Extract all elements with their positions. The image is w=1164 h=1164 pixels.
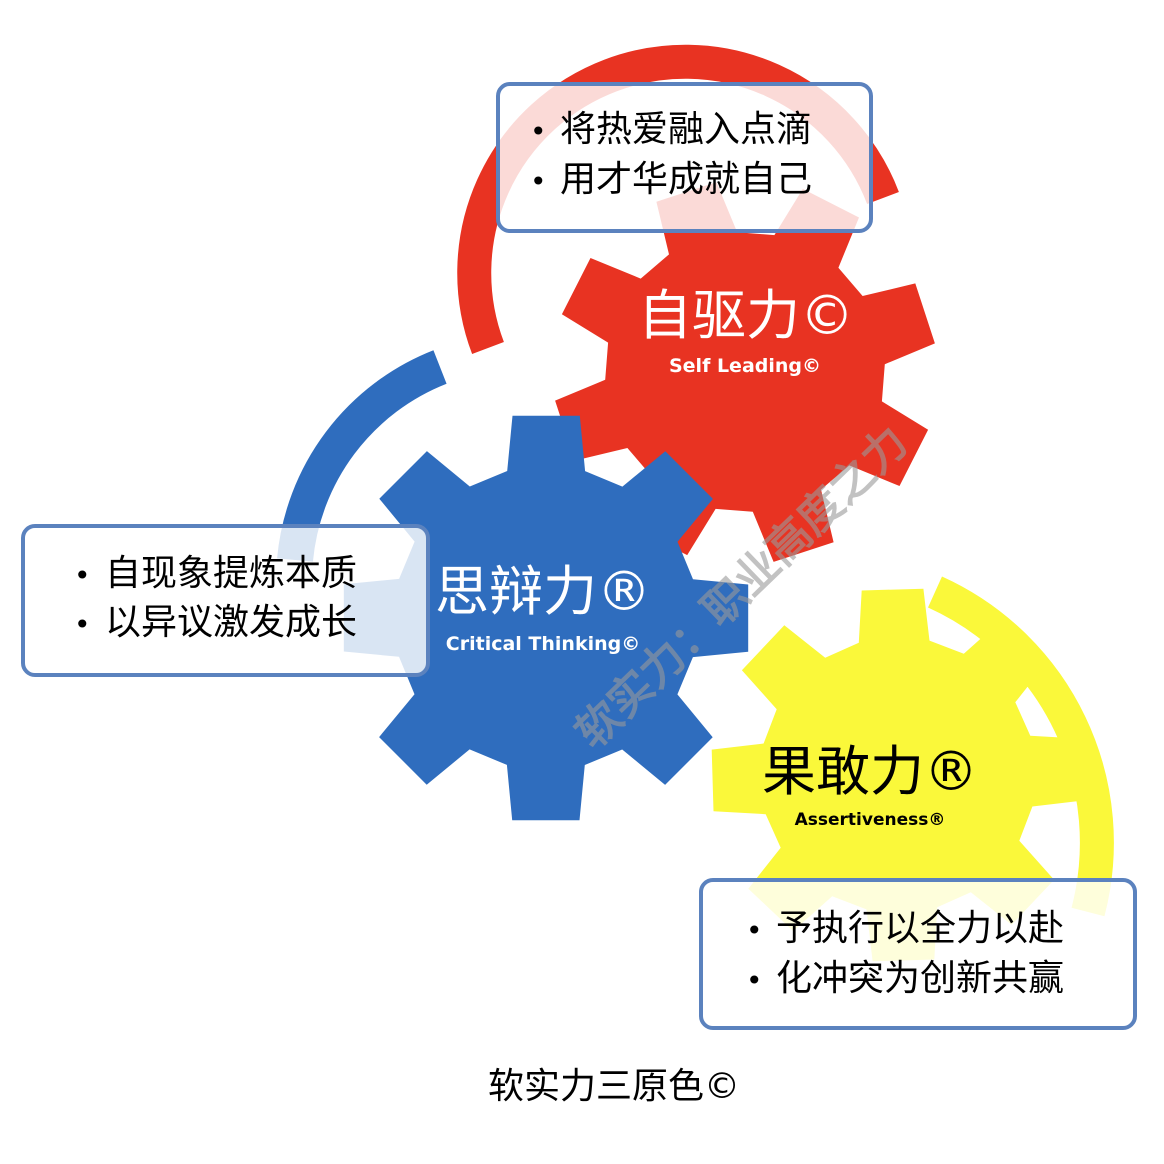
critical-thinking-gear <box>343 415 749 821</box>
self-leading-bullet: 用才华成就自己 <box>560 159 812 200</box>
assertiveness-gear <box>711 588 1085 962</box>
bullet-dot: • <box>74 559 91 592</box>
bullet-dot: • <box>530 165 547 198</box>
critical-thinking-bullet-box: • 自现象提炼本质 • 以异议激发成长 <box>21 524 430 677</box>
assertiveness-bullet: 化冲突为创新共赢 <box>776 958 1064 999</box>
self-leading-bullet-box: • 将热爱融入点滴 • 用才华成就自己 <box>496 82 873 233</box>
self-leading-bullet: 将热爱融入点滴 <box>560 109 812 150</box>
assertiveness-subtitle: Assertiveness® <box>795 810 946 830</box>
self-leading-title: 自驱力© <box>638 284 854 347</box>
assertiveness-title: 果敢力® <box>762 740 978 803</box>
yellow-rotation-arc <box>927 576 1114 917</box>
self-leading-subtitle: Self Leading© <box>669 355 821 377</box>
assertiveness-bullet: 予执行以全力以赴 <box>776 908 1064 949</box>
bullet-dot: • <box>746 914 763 947</box>
bullet-dot: • <box>746 964 763 997</box>
critical-thinking-title: 思辩力® <box>435 560 651 623</box>
critical-thinking-subtitle: Critical Thinking© <box>446 633 640 655</box>
bullet-dot: • <box>74 608 91 641</box>
diagram-caption: 软实力三原色© <box>488 1066 740 1107</box>
critical-thinking-bullet: 以异议激发成长 <box>105 602 357 643</box>
critical-thinking-bullet: 自现象提炼本质 <box>105 553 357 594</box>
bullet-dot: • <box>530 115 547 148</box>
assertiveness-bullet-box: • 予执行以全力以赴 • 化冲突为创新共赢 <box>699 878 1137 1030</box>
